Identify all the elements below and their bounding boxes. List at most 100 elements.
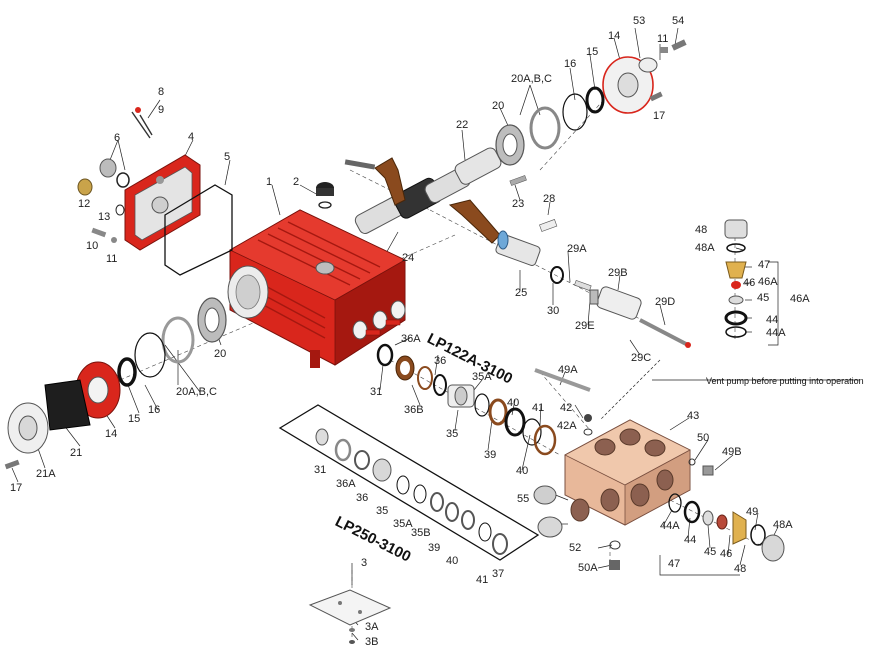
part-label: 35 xyxy=(446,428,459,440)
part-label: 15 xyxy=(586,46,599,58)
part-label: 36A xyxy=(401,333,421,345)
part-label: 5 xyxy=(224,151,231,163)
part-label: 20 xyxy=(492,100,505,112)
part-label: 21A xyxy=(36,468,56,480)
part-label: 23 xyxy=(512,198,525,210)
part-label: 22 xyxy=(456,119,469,131)
part-label: 35A xyxy=(393,518,413,530)
part-label: 30 xyxy=(547,305,560,317)
valve-stack-upper xyxy=(724,219,748,338)
part-label: 4 xyxy=(188,131,195,143)
part-label: 11 xyxy=(657,33,669,45)
part-label: 50 xyxy=(697,432,710,444)
part-label: 36B xyxy=(404,404,424,416)
part-label: 31 xyxy=(370,386,383,398)
part-label: 44 xyxy=(766,314,779,326)
part-label: 39 xyxy=(428,542,441,554)
part-label: 48A xyxy=(695,242,715,254)
seal-kit-lp122a xyxy=(376,343,557,456)
plunger-assembly xyxy=(495,230,691,348)
part-label: 35B xyxy=(411,527,431,539)
part-label: 11 xyxy=(106,253,118,265)
part-label: 36 xyxy=(356,492,369,504)
part-label: 29E xyxy=(575,320,595,332)
part-label: 40 xyxy=(446,555,459,567)
part-label: 16 xyxy=(148,404,161,416)
part-label: 55 xyxy=(517,493,530,505)
part-label: 3B xyxy=(365,636,379,648)
part-label: 13 xyxy=(98,211,111,223)
part-label: 20A,B,C xyxy=(176,386,217,398)
part-label: 44 xyxy=(684,534,697,546)
part-label: 49A xyxy=(558,364,578,376)
part-label: 48 xyxy=(695,224,708,236)
part-label: 25 xyxy=(515,287,528,299)
part-label: 46A xyxy=(758,276,778,288)
part-label: 37 xyxy=(492,568,505,580)
crankshaft-assembly xyxy=(344,147,558,244)
part-label: 15 xyxy=(128,413,141,425)
part-label: 45 xyxy=(704,546,717,558)
part-label: 3A xyxy=(365,621,379,633)
part-label: 8 xyxy=(158,86,165,98)
part-label: 49B xyxy=(722,446,742,458)
part-label: 21 xyxy=(70,447,83,459)
part-label: 3 xyxy=(361,557,368,569)
bearing-cover-top xyxy=(495,39,687,166)
part-label: 44A xyxy=(660,520,680,532)
part-label: 41 xyxy=(532,402,545,414)
part-label: 35 xyxy=(376,505,389,517)
oil-cap xyxy=(316,182,334,209)
part-label: 47 xyxy=(668,558,681,570)
part-label: 29B xyxy=(608,267,628,279)
part-label: 52 xyxy=(569,542,582,554)
part-label: 43 xyxy=(687,410,700,422)
part-label: 42 xyxy=(560,402,573,414)
part-label: 46 xyxy=(743,277,756,289)
part-label: 36A xyxy=(336,478,356,490)
part-label: 2 xyxy=(293,176,300,188)
part-label: 9 xyxy=(158,104,165,116)
part-label: 45 xyxy=(757,292,770,304)
plugs xyxy=(533,485,621,570)
part-label: 16 xyxy=(564,58,577,70)
part-label: 47 xyxy=(758,259,771,271)
part-label: 36 xyxy=(434,355,447,367)
vent-note: Vent pump before putting into operation xyxy=(706,376,864,386)
part-label: 44A xyxy=(766,327,786,339)
part-label: 29D xyxy=(655,296,676,308)
part-label: 28 xyxy=(543,193,556,205)
part-label: 29A xyxy=(567,243,587,255)
part-label: 40 xyxy=(516,465,529,477)
part-label: 29C xyxy=(631,352,652,364)
part-label: 48A xyxy=(773,519,793,531)
part-label: 46A xyxy=(790,293,810,305)
part-label: 31 xyxy=(314,464,327,476)
part-label: 17 xyxy=(653,110,666,122)
part-label: 6 xyxy=(114,132,121,144)
rear-cover-assembly xyxy=(77,107,233,276)
part-label: 48 xyxy=(734,563,747,575)
part-label: 12 xyxy=(78,198,91,210)
part-label: 46 xyxy=(720,548,733,560)
part-label: 24 xyxy=(402,252,415,264)
lp250-seal-kit-box xyxy=(278,404,540,561)
part-label: 39 xyxy=(484,449,497,461)
part-label: 42A xyxy=(557,420,577,432)
bearing-cover-left xyxy=(4,297,227,470)
part-label: 10 xyxy=(86,240,99,252)
crankcase-housing xyxy=(227,209,406,368)
part-label: 40 xyxy=(507,397,520,409)
part-label: 50A xyxy=(578,562,598,574)
part-label: 14 xyxy=(608,30,621,42)
part-label: 17 xyxy=(10,482,23,494)
part-label: 53 xyxy=(633,15,646,27)
part-label: 14 xyxy=(105,428,118,440)
part-label: 20A,B,C xyxy=(511,73,552,85)
pump-manifold xyxy=(534,368,714,526)
valve-stack-lower xyxy=(668,493,785,562)
part-label: 49 xyxy=(746,506,759,518)
part-label: 20 xyxy=(214,348,227,360)
part-label: 35A xyxy=(472,371,492,383)
